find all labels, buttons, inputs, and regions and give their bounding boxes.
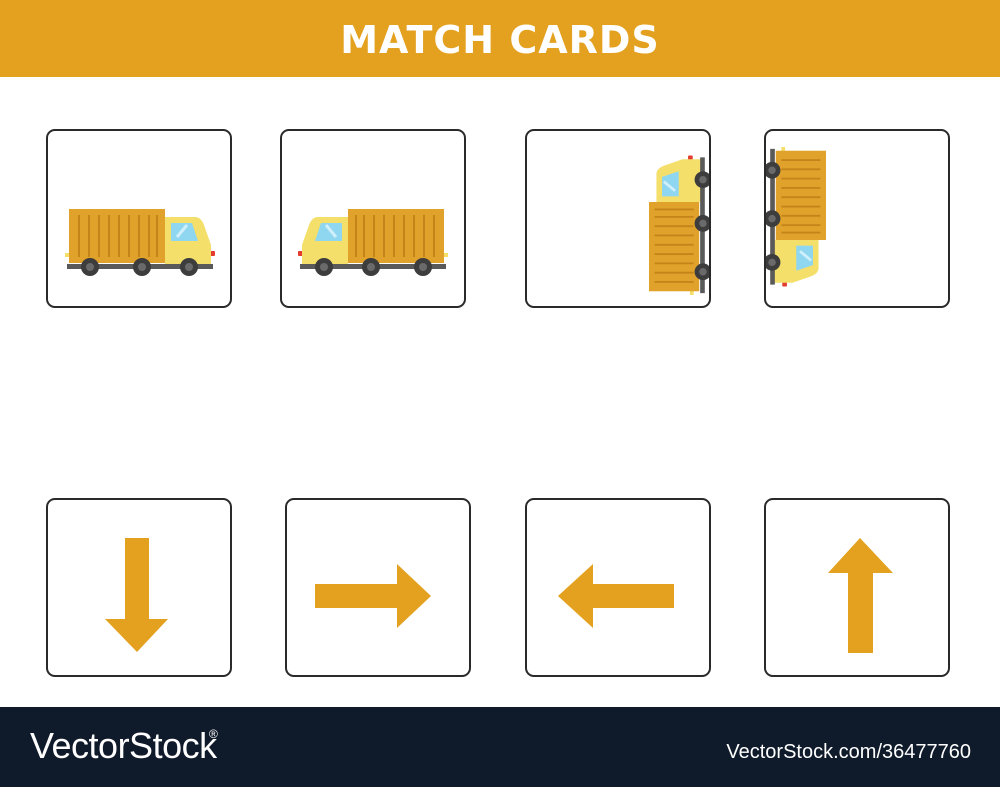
arrow-card-left[interactable] xyxy=(525,498,711,677)
footer-bar: VectorStock ® VectorStock.com/36477760 xyxy=(0,707,1000,787)
arrow-card-up[interactable] xyxy=(764,498,950,677)
truck-facing-up-icon xyxy=(647,154,709,297)
arrow-right-icon xyxy=(315,564,431,628)
truck-card-right[interactable] xyxy=(46,129,232,308)
truck-card-left[interactable] xyxy=(280,129,466,308)
arrow-up-icon xyxy=(828,538,893,653)
header-banner: MATCH CARDS xyxy=(0,0,1000,77)
image-id: VectorStock.com/36477760 xyxy=(726,741,971,763)
page-title: MATCH CARDS xyxy=(340,17,660,62)
truck-facing-right-icon xyxy=(63,207,217,278)
registered-mark: ® xyxy=(209,727,218,741)
truck-facing-left-icon xyxy=(296,207,450,278)
truck-card-down[interactable] xyxy=(764,129,950,308)
arrow-down-icon xyxy=(105,538,168,652)
truck-card-up[interactable] xyxy=(525,129,711,308)
arrow-left-icon xyxy=(558,564,674,628)
truck-facing-down-icon xyxy=(766,145,828,288)
arrow-card-down[interactable] xyxy=(46,498,232,677)
arrow-card-right[interactable] xyxy=(285,498,471,677)
vectorstock-logo: VectorStock xyxy=(30,725,217,766)
